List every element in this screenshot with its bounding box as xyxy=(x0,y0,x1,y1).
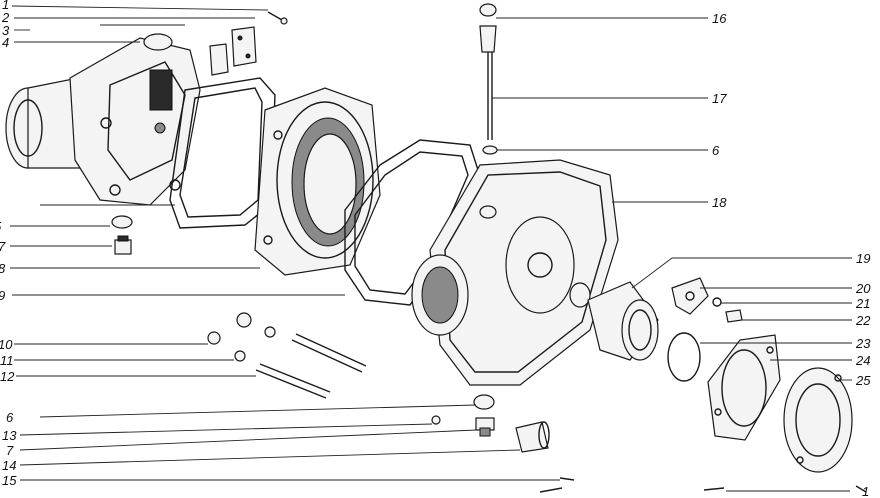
label-9: 9 xyxy=(0,288,5,303)
leader-lines xyxy=(10,5,852,492)
dipstick-rod-part xyxy=(479,3,498,155)
label-16: 16 xyxy=(712,11,727,26)
ring-cover-part xyxy=(783,367,853,473)
label-18: 18 xyxy=(712,195,727,210)
label-13: 13 xyxy=(2,428,17,443)
flange-part xyxy=(707,334,781,441)
drain-plug-part xyxy=(114,235,132,255)
lower-plug-part xyxy=(475,417,495,437)
bottom-pin-part xyxy=(539,477,575,493)
label-8: 8 xyxy=(0,261,6,276)
label-2: 2 xyxy=(1,10,10,25)
label-14: 14 xyxy=(2,458,16,473)
label-6-lower: 6 xyxy=(6,410,14,425)
cover-plates-part xyxy=(209,26,257,76)
label-17: 17 xyxy=(712,91,727,106)
label-7-left: 7 xyxy=(0,239,6,254)
label-23: 23 xyxy=(855,336,871,351)
pipe-coupling-part xyxy=(587,281,659,361)
label-20: 20 xyxy=(855,281,871,296)
label-1-bottom: 1 xyxy=(862,484,869,498)
stud-bolt-part xyxy=(255,333,367,399)
label-7-lower: 7 xyxy=(6,443,14,458)
label-12: 12 xyxy=(0,369,15,384)
main-cover-part xyxy=(411,159,619,386)
washer-part xyxy=(111,215,133,229)
front-housing-part xyxy=(69,33,201,206)
label-25: 25 xyxy=(855,373,871,388)
lower-washer-part xyxy=(473,394,495,410)
bottom-right-pin-part xyxy=(703,485,867,493)
label-24: 24 xyxy=(855,353,870,368)
label-4: 4 xyxy=(2,35,9,50)
bell-housing-part xyxy=(254,87,381,276)
label-11: 11 xyxy=(0,353,14,368)
label-1-top: 1 xyxy=(2,0,9,12)
label-21: 21 xyxy=(855,296,870,311)
fitting-part xyxy=(671,277,743,323)
small-ring-part xyxy=(431,415,441,425)
pin-part xyxy=(267,11,288,25)
label-19: 19 xyxy=(856,251,870,266)
o-ring-part xyxy=(667,332,701,382)
label-5: 5 xyxy=(0,219,2,234)
label-6-upper: 6 xyxy=(712,143,720,158)
bushing-part xyxy=(515,421,550,453)
label-3: 3 xyxy=(2,23,10,38)
label-22: 22 xyxy=(855,313,871,328)
label-15: 15 xyxy=(2,473,17,488)
label-10: 10 xyxy=(0,337,13,352)
nut-washer-set-part xyxy=(207,312,276,362)
